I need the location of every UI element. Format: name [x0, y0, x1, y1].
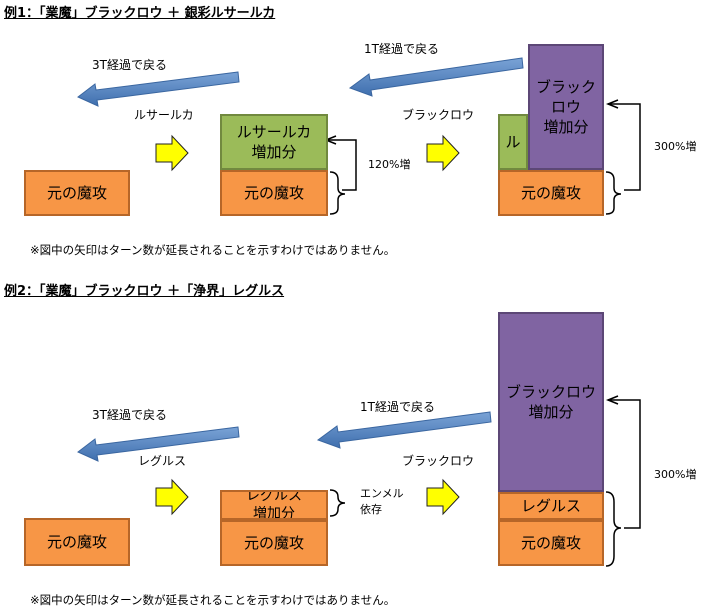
example2-note: ※図中の矢印はターン数が延長されることを示すわけではありません。: [30, 593, 396, 607]
blue-arrow-1t-example1: [348, 57, 524, 97]
bracket-120-example1: [323, 135, 357, 215]
example1-note: ※図中の矢印はターン数が延長されることを示すわけではありません。: [30, 243, 396, 257]
example2-step1-label: レグルス: [138, 454, 187, 468]
example1-step2-label: ブラックロウ: [402, 108, 475, 122]
yellow-arrow-step1-example2: [155, 478, 189, 516]
example1-blackrow-box: ブラック ロウ 増加分: [528, 44, 604, 170]
example1-arrow-3t-label: 3T経過で戻る: [92, 58, 167, 72]
yellow-arrow-step2-example2: [426, 478, 460, 516]
example1-rusalka-box: ルサールカ 増加分: [220, 114, 328, 170]
example2-base-box-right: 元の魔攻: [498, 520, 604, 566]
example2-regulus-small-box: レグルス: [498, 492, 604, 520]
example1-title: 例1：「業魔」ブラックロウ ＋ 銀彩ルサールカ: [4, 6, 276, 21]
example2-base-box-middle: 元の魔攻: [220, 520, 328, 566]
example2-pct-300: 300%増: [654, 468, 697, 481]
example2-arrow-3t-label: 3T経過で戻る: [92, 408, 167, 422]
example1-step1-label: ルサールカ: [134, 108, 194, 122]
bracket-300-example1: [605, 99, 641, 215]
bracket-enmel-example2: [329, 489, 346, 517]
example1-base-box-middle: 元の魔攻: [220, 170, 328, 216]
bracket-300-example2: [605, 395, 641, 567]
blue-arrow-1t-example2: [316, 411, 492, 449]
example2-step2-label: ブラックロウ: [402, 454, 475, 468]
blue-arrow-3t-example1: [77, 71, 240, 107]
example2-regulus-box: レグルス 増加分: [220, 490, 328, 520]
example2-base-box-left: 元の魔攻: [24, 518, 130, 566]
yellow-arrow-step1-example1: [155, 134, 189, 172]
example1-rusalka-small-box: ル: [498, 114, 528, 170]
example1-pct-300: 300%増: [654, 140, 697, 153]
example2-title: 例2：「業魔」ブラックロウ ＋「浄界」レグルス: [4, 284, 285, 299]
example1-pct-120: 120%増: [368, 158, 411, 171]
example2-arrow-1t-label: 1T経過で戻る: [360, 400, 435, 414]
example1-base-box-right: 元の魔攻: [498, 170, 604, 216]
yellow-arrow-step2-example1: [426, 134, 460, 172]
example2-blackrow-box: ブラックロウ 増加分: [498, 312, 604, 492]
blue-arrow-3t-example2: [77, 426, 240, 462]
example2-enmel-note: エンメル 依存: [360, 487, 404, 516]
example1-arrow-1t-label: 1T経過で戻る: [364, 42, 439, 56]
example1-base-box-left: 元の魔攻: [24, 170, 130, 216]
